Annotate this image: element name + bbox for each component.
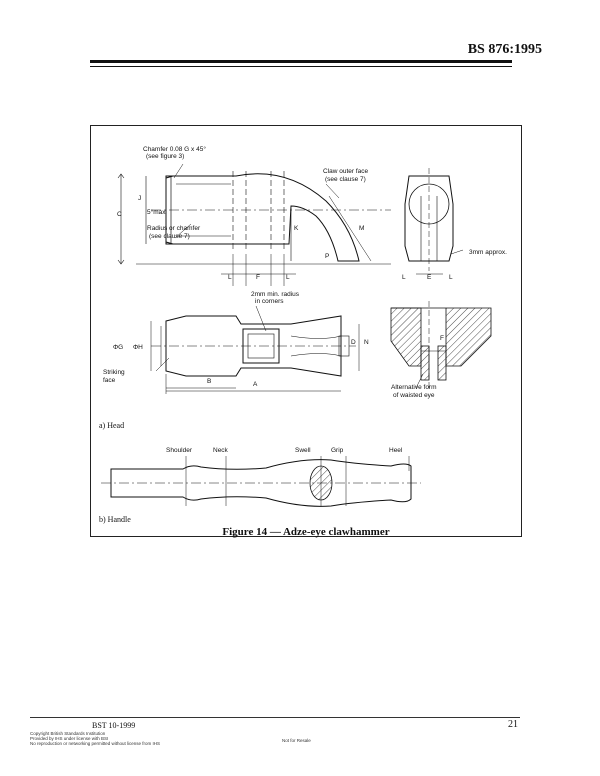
dim-g: ΦG — [113, 344, 123, 351]
dim-m: M — [359, 225, 364, 232]
dim-l2: L — [286, 274, 290, 281]
alt-form-line2: of waisted eye — [393, 392, 435, 399]
dim-n: N — [364, 339, 369, 346]
standard-id: BS 876:1995 — [467, 42, 542, 57]
dim-p: P — [325, 253, 329, 260]
striking-face-line1: Striking — [103, 369, 125, 376]
copyright-line-1: Copyright British Standards Institution — [30, 731, 106, 736]
dim-d: D — [351, 339, 356, 346]
handle-heel-label: Heel — [389, 447, 403, 454]
handle-swell-label: Swell — [295, 447, 311, 454]
dim-l1: L — [228, 274, 232, 281]
head-side-view — [117, 163, 391, 286]
radius-corners-line2: in corners — [255, 298, 284, 305]
head-top-view — [150, 305, 360, 394]
figure-drawing: Chamfer 0.08 G x 45° (see figure 3) Claw… — [101, 145, 507, 507]
dim-c: C — [117, 211, 122, 218]
part-a-label: a) Head — [99, 421, 125, 430]
handle-neck-label: Neck — [213, 447, 229, 454]
dim-f2: F — [440, 335, 444, 342]
handle-grip-label: Grip — [331, 447, 344, 454]
figure-caption: Figure 14 — Adze-eye clawhammer — [222, 526, 390, 538]
part-b-label: b) Handle — [99, 515, 131, 524]
resale-notice: Not for Resale — [282, 738, 311, 743]
dim-j: J — [138, 195, 141, 202]
claw-note-line1: Claw outer face — [323, 168, 369, 175]
dim-h: ΦH — [133, 344, 143, 351]
copyright-line-3: No reproduction or networking permitted … — [30, 741, 161, 746]
footer-rule — [30, 717, 520, 718]
header-rule-thick — [90, 60, 512, 63]
copyright-line-2: Provided by IHS under license with BSI — [30, 736, 109, 741]
head-front-view — [404, 168, 464, 275]
handle-shoulder-label: Shoulder — [166, 447, 193, 454]
striking-face-line2: face — [103, 377, 116, 384]
handle-drawing — [101, 456, 421, 507]
dim-e: E — [427, 274, 432, 281]
header-rule-thin — [90, 66, 512, 67]
dim-b: B — [207, 378, 211, 385]
claw-note-line2: (see clause 7) — [325, 176, 366, 183]
dim-l3: L — [402, 274, 406, 281]
three-mm-label: 3mm approx. — [469, 249, 507, 256]
five-max-label: 5°max — [147, 208, 166, 216]
figure-frame: Chamfer 0.08 G x 45° (see figure 3) Claw… — [90, 125, 522, 538]
chamfer-note-line1: Chamfer 0.08 G x 45° — [143, 145, 206, 153]
dim-k: K — [294, 225, 299, 232]
page-number: 21 — [508, 719, 518, 730]
footer-date: BST 10-1999 — [92, 721, 136, 730]
dim-a: A — [253, 381, 258, 388]
dim-l4: L — [449, 274, 453, 281]
alt-form-line1: Alternative form — [391, 384, 437, 391]
chamfer-note-line2: (see figure 3) — [146, 153, 184, 160]
radius-corners-line1: 2mm min. radius — [251, 291, 300, 298]
waisted-eye-section — [390, 301, 492, 389]
radius-note-line2: (see clause 7) — [149, 233, 190, 240]
dim-f1: F — [256, 274, 260, 281]
radius-note-line1: Radius or chamfer — [147, 225, 201, 232]
